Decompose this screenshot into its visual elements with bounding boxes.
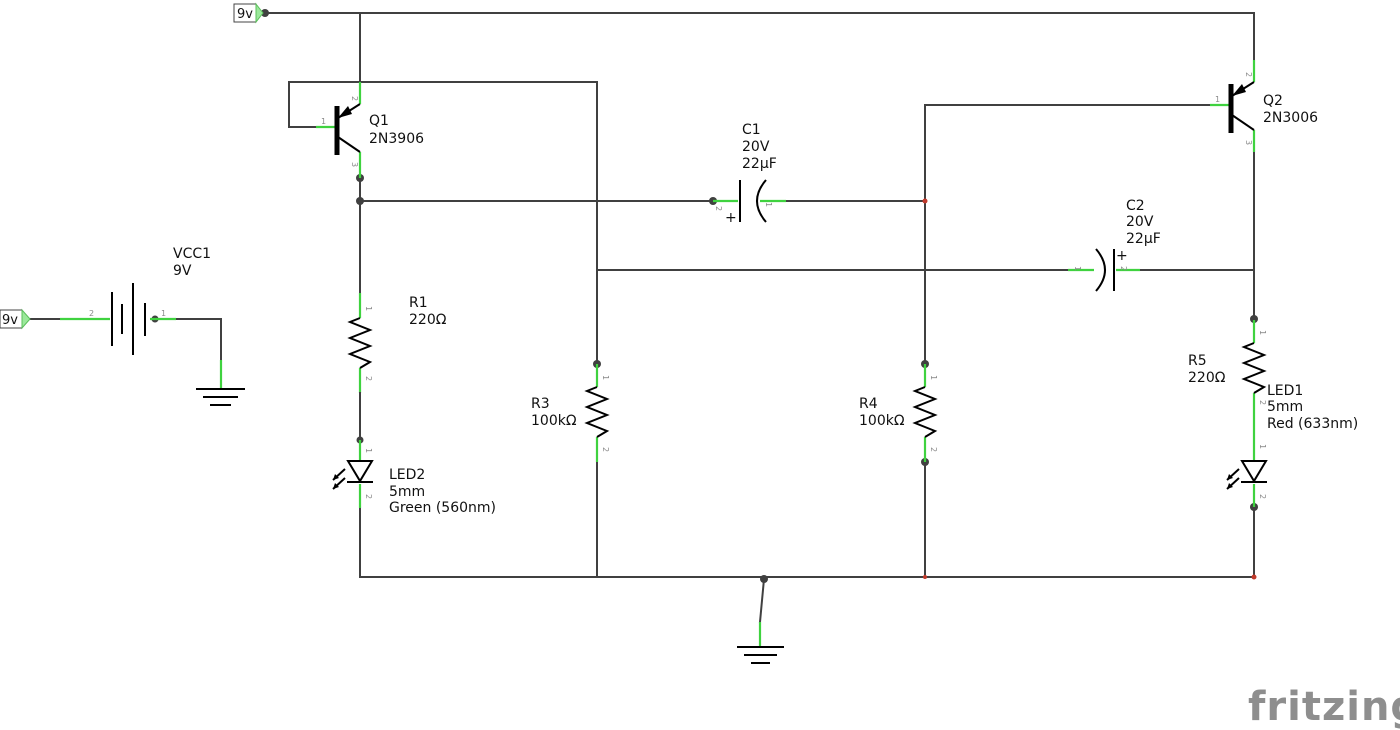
pin-number: 1 xyxy=(321,117,326,126)
net-label-9v-left[interactable]: 9v xyxy=(0,308,31,330)
polarity-plus: + xyxy=(725,210,737,226)
junction-dot xyxy=(760,575,768,583)
r5-value: 220Ω xyxy=(1188,370,1226,386)
pin-number: 2 xyxy=(1258,494,1267,499)
r4-value: 100kΩ xyxy=(859,413,905,429)
c1-voltage: 20V xyxy=(742,139,770,155)
wire-battery-ground[interactable] xyxy=(175,318,222,361)
c1-name: C1 xyxy=(742,122,761,138)
pin-number: 1 xyxy=(161,309,166,318)
c2-name: C2 xyxy=(1126,198,1145,214)
resistor-r1[interactable]: 1 2 xyxy=(347,293,373,441)
q2-model: 2N3006 xyxy=(1263,110,1318,126)
c2-capacitance: 22µF xyxy=(1126,231,1161,247)
c2-voltage: 20V xyxy=(1126,214,1154,230)
pin-number: 1 xyxy=(1258,444,1267,449)
wire-ground-drop[interactable] xyxy=(758,577,766,624)
led-led2[interactable]: 1 2 xyxy=(332,440,374,508)
net-label-9v-top[interactable]: 9v xyxy=(233,2,264,24)
pin-number: 2 xyxy=(1244,72,1253,77)
junction-dot xyxy=(1251,574,1257,580)
led2-color: Green (560nm) xyxy=(389,500,496,516)
r3-value: 100kΩ xyxy=(531,413,577,429)
net-label-text: 9v xyxy=(2,313,18,328)
fritzing-logo: fritzing xyxy=(1248,684,1400,730)
capacitor-c1[interactable]: 2 1 + xyxy=(713,179,786,226)
net-label-text: 9v xyxy=(237,7,253,22)
pin-number: 2 xyxy=(364,494,373,499)
r3-name: R3 xyxy=(531,396,550,412)
wire-9v-top-rail[interactable] xyxy=(264,12,1255,61)
pin-number: 1 xyxy=(601,375,610,380)
wire-q2-base[interactable] xyxy=(924,104,1211,365)
junction-dot xyxy=(1250,315,1258,323)
transistor-q2[interactable]: 1 2 3 xyxy=(1210,60,1256,152)
pin-number: 2 xyxy=(714,206,723,211)
led1-color: Red (633nm) xyxy=(1267,416,1358,432)
c1-capacitance: 22µF xyxy=(742,156,777,172)
led-led1[interactable]: 1 2 xyxy=(1226,414,1268,507)
polarity-plus: + xyxy=(1116,248,1128,264)
led1-size: 5mm xyxy=(1267,399,1303,415)
junction-dot xyxy=(261,9,269,17)
r1-name: R1 xyxy=(409,295,428,311)
junction-dot xyxy=(922,198,928,204)
pin-number: 2 xyxy=(1258,400,1267,405)
q1-model: 2N3906 xyxy=(369,131,424,147)
pin-number: 1 xyxy=(364,306,373,311)
vcc1-name: VCC1 xyxy=(173,246,211,262)
resistor-r5[interactable]: 1 2 xyxy=(1241,320,1267,414)
pin-number: 1 xyxy=(1215,95,1220,104)
wire-q1-base-loop[interactable] xyxy=(288,81,598,365)
led1-name: LED1 xyxy=(1267,383,1303,399)
junction-dot xyxy=(356,197,364,205)
wires xyxy=(29,12,1255,624)
vcc1-voltage: 9V xyxy=(173,263,192,279)
r1-value: 220Ω xyxy=(409,312,447,328)
resistor-r4[interactable]: 1 2 xyxy=(912,364,938,462)
pin-number: 3 xyxy=(1244,140,1253,145)
pin-number: 1 xyxy=(364,448,373,453)
pin-number: 2 xyxy=(350,96,359,101)
pin-number: 1 xyxy=(764,202,773,207)
ground-symbol-left xyxy=(196,360,245,406)
pin-number: 1 xyxy=(1258,330,1267,335)
junction-dot xyxy=(923,575,927,579)
q2-name: Q2 xyxy=(1263,93,1283,109)
r5-name: R5 xyxy=(1188,353,1207,369)
resistor-r3[interactable]: 1 2 xyxy=(584,364,610,462)
led2-size: 5mm xyxy=(389,484,425,500)
led2-name: LED2 xyxy=(389,467,425,483)
battery-vcc1[interactable]: 2 1 xyxy=(60,283,176,355)
pin-number: 2 xyxy=(89,309,94,318)
pin-number: 2 xyxy=(1119,266,1128,271)
pin-number: 1 xyxy=(1073,266,1082,271)
r4-name: R4 xyxy=(859,396,878,412)
ground-symbol-main xyxy=(737,622,784,664)
transistor-q1[interactable]: 1 2 3 xyxy=(316,82,362,178)
pin-number: 2 xyxy=(601,447,610,452)
capacitor-c2[interactable]: 1 2 + xyxy=(1068,248,1140,292)
junctions xyxy=(151,9,1258,583)
pin-number: 2 xyxy=(364,376,373,381)
q1-name: Q1 xyxy=(369,113,389,129)
pin-number: 1 xyxy=(929,375,938,380)
pin-number: 2 xyxy=(929,447,938,452)
pin-number: 3 xyxy=(350,162,359,167)
